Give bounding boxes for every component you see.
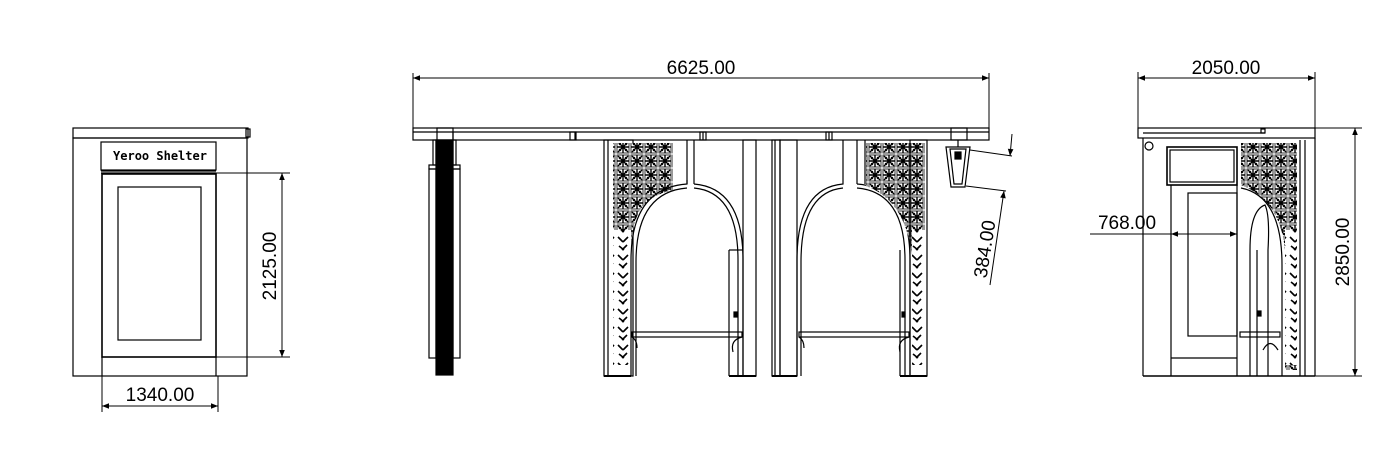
lamp — [945, 140, 971, 188]
dimension-lamp-height — [965, 133, 1014, 286]
dimension-front-height — [216, 172, 290, 358]
ad-panel-inner — [117, 186, 202, 341]
roof-slab — [72, 127, 249, 139]
dimension-front-width — [101, 376, 219, 412]
dimension-long-length — [412, 73, 990, 130]
roof-beam — [412, 127, 990, 141]
dim-front-height-label: 2125.00 — [260, 232, 281, 301]
arch-module-1 — [603, 139, 757, 377]
arch-module-2 — [772, 139, 928, 377]
left-post — [435, 139, 454, 376]
dim-long-length-label: 6625.00 — [667, 58, 736, 79]
dimension-end-height — [1315, 127, 1362, 377]
shelter-body — [72, 137, 248, 377]
long-elevation-view — [412, 127, 990, 377]
end-sign-box — [1166, 146, 1238, 186]
dim-lamp-label: 384.00 — [971, 219, 1001, 280]
end-elevation-view — [1137, 127, 1316, 377]
dim-front-width-label: 1340.00 — [126, 385, 195, 406]
sign-text: Yeroo Shelter — [113, 149, 207, 163]
dim-end-inner-label: 768.00 — [1098, 213, 1156, 234]
dim-end-width-label: 2050.00 — [1192, 58, 1261, 79]
sign-panel — [100, 141, 217, 171]
front-elevation-view — [72, 127, 251, 377]
dim-end-height-label: 2850.00 — [1333, 218, 1354, 287]
ad-panel — [101, 173, 217, 358]
end-roof — [1137, 127, 1316, 139]
dimension-end-inner — [1090, 223, 1238, 240]
dimension-end-width — [1137, 72, 1316, 128]
